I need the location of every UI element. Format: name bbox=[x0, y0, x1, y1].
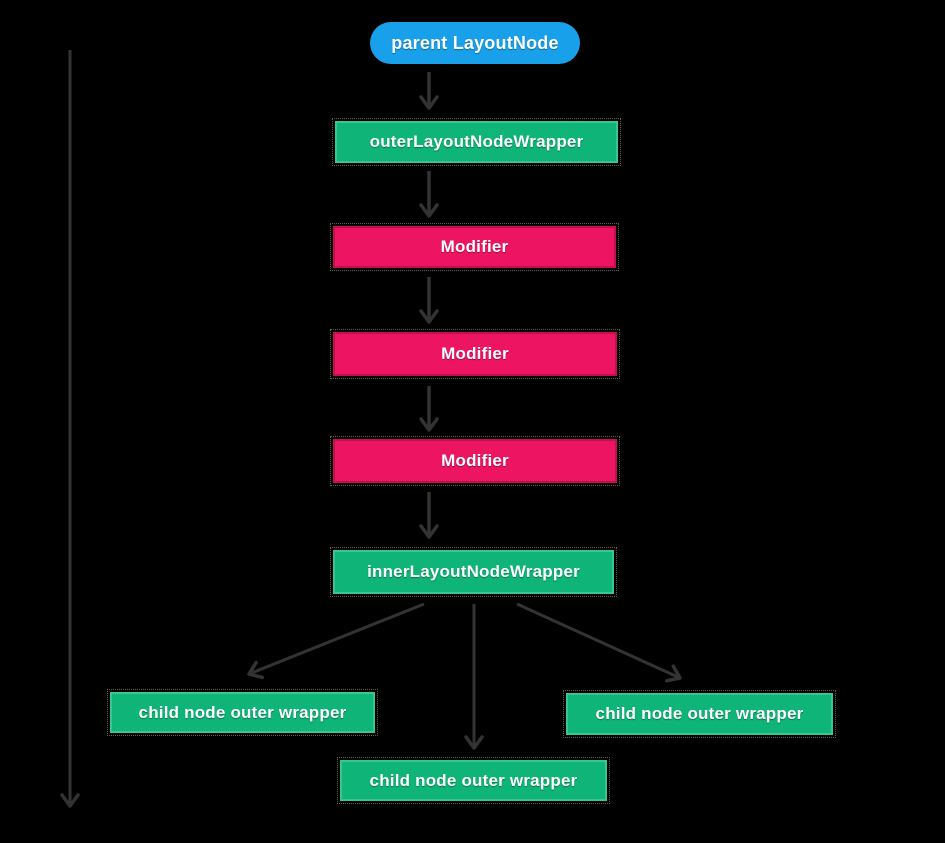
arrow-innerwrapper-to-child-left bbox=[247, 602, 425, 680]
node-modifier-1: Modifier bbox=[330, 223, 619, 271]
node-inner-layoutnodewrapper: innerLayoutNodeWrapper bbox=[330, 547, 617, 597]
node-parent-layoutnode: parent LayoutNode bbox=[370, 22, 580, 64]
arrow-innerwrapper-to-child-right bbox=[516, 602, 682, 683]
node-child-outer-wrapper-middle: child node outer wrapper bbox=[337, 757, 610, 804]
node-modifier-2: Modifier bbox=[330, 329, 620, 379]
node-modifier-3: Modifier bbox=[330, 436, 620, 486]
node-child-outer-wrapper-left: child node outer wrapper bbox=[107, 689, 378, 736]
node-child-outer-wrapper-right: child node outer wrapper bbox=[563, 690, 836, 738]
node-outer-layoutnodewrapper: outerLayoutNodeWrapper bbox=[332, 118, 621, 166]
